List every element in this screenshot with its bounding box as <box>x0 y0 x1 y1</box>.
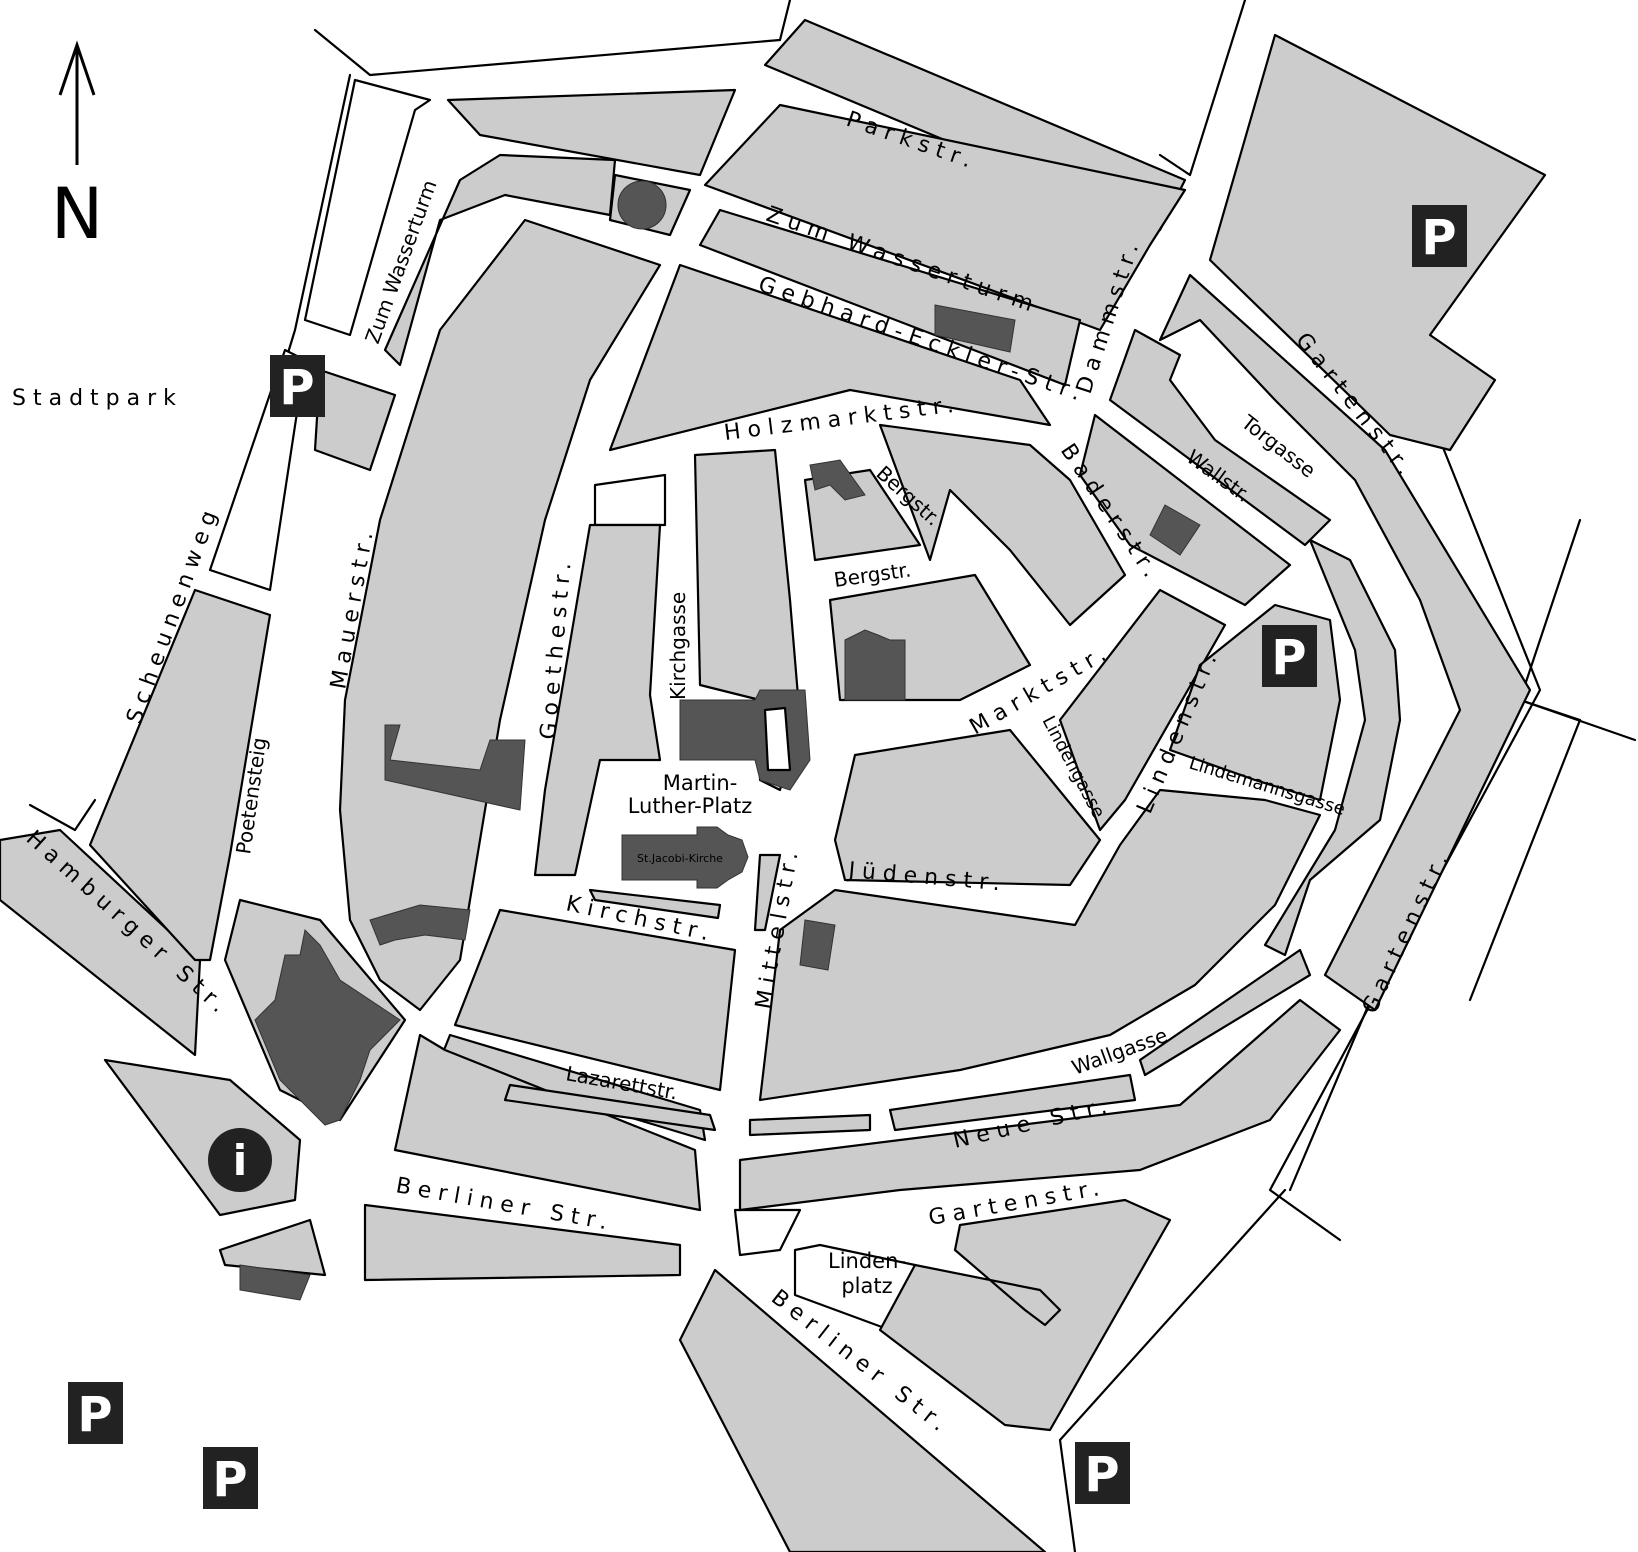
svg-text:P: P <box>279 360 314 416</box>
city-blocks <box>0 18 1547 1552</box>
church-building <box>621 826 749 889</box>
parking-sign-east[interactable]: P <box>1262 625 1317 687</box>
svg-text:P: P <box>77 1387 112 1443</box>
buildings <box>239 180 1201 1301</box>
svg-text:P: P <box>1271 630 1306 686</box>
north-label: N <box>51 173 103 255</box>
svg-text:P: P <box>1084 1447 1119 1503</box>
area-labels: Stadtpark Martin- Luther-Platz St.Jacobi… <box>12 386 906 1298</box>
info-icon: i <box>233 1136 247 1185</box>
parking-sign-sw2[interactable]: P <box>203 1447 258 1509</box>
stadtpark-label: Stadtpark <box>12 386 183 411</box>
svg-text:P: P <box>1421 210 1456 266</box>
parking-sign-nw[interactable]: P <box>270 355 325 417</box>
info-point[interactable]: i <box>208 1128 272 1192</box>
water-tower-icon <box>617 180 667 230</box>
parking-sign-ne[interactable]: P <box>1412 205 1467 267</box>
lindenplatz-label-2: platz <box>841 1274 892 1298</box>
street-kirchgasse: Kirchgasse <box>666 592 690 700</box>
church-label: St.Jacobi-Kirche <box>637 852 723 865</box>
north-arrow: N <box>51 40 103 255</box>
parking-sign-se[interactable]: P <box>1075 1442 1130 1504</box>
parking-signs: P P P P P P <box>68 205 1467 1509</box>
martin-luther-platz-label-1: Martin- <box>663 771 738 795</box>
lindenplatz-label-1: Linden- <box>828 1249 906 1273</box>
parking-sign-sw1[interactable]: P <box>68 1382 123 1444</box>
martin-luther-platz-label-2: Luther-Platz <box>628 794 753 818</box>
svg-text:P: P <box>212 1452 247 1508</box>
